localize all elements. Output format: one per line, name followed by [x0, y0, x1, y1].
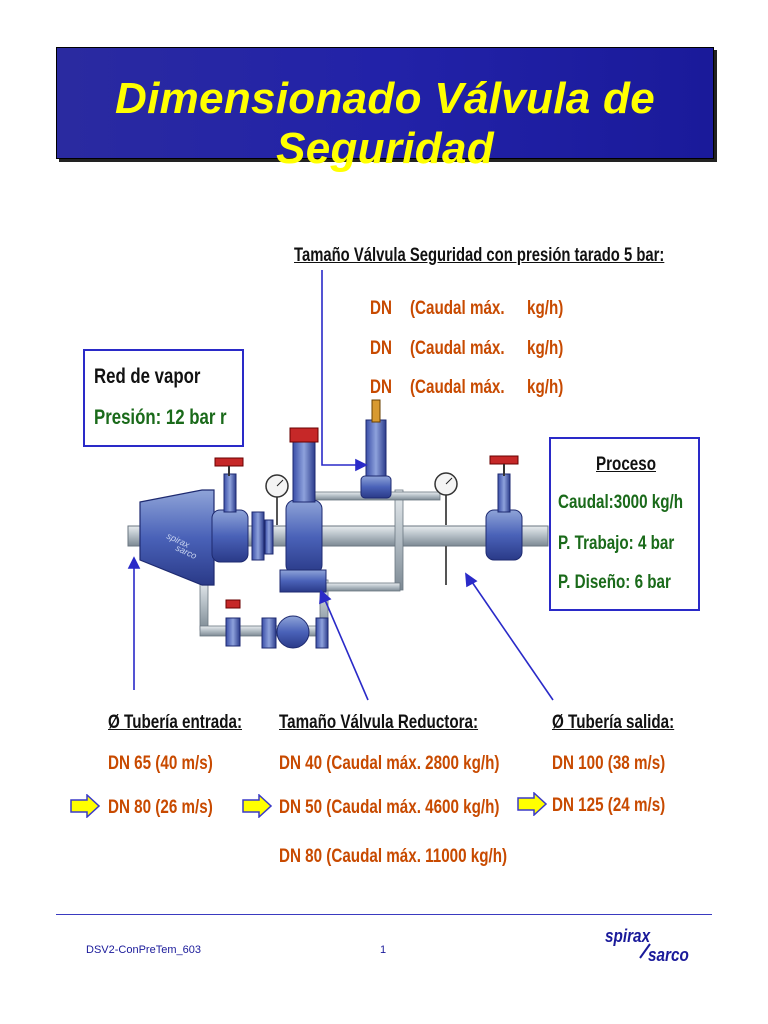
safety-valve-row-unit: kg/h): [527, 338, 564, 359]
safety-valve: [360, 399, 392, 499]
safety-valve-row-unit: kg/h): [527, 298, 564, 319]
callout-lines: [127, 270, 554, 701]
page-number: 1: [380, 944, 387, 956]
title-banner: Dimensionado Válvula de Seguridad: [56, 47, 714, 173]
safety-valve-row-dn: DN: [370, 338, 392, 359]
outlet-pipe-header: Ø Tubería salida:: [552, 712, 675, 733]
inlet-pipe-option-selected: DN 80 (26 m/s): [108, 797, 213, 818]
safety-valve-row-caudal: (Caudal máx.: [410, 338, 505, 359]
selection-arrow-icon: [70, 794, 100, 818]
reducing-valve: [279, 427, 327, 593]
selection-arrow-icon: [517, 792, 547, 816]
inlet-pipe-header: Ø Tubería entrada:: [108, 712, 243, 733]
reducing-valve-option-selected: DN 50 (Caudal máx. 4600 kg/h): [279, 797, 500, 818]
safety-valve-row-caudal: (Caudal máx.: [410, 298, 505, 319]
outlet-pipe-option: DN 100 (38 m/s): [552, 753, 666, 774]
outlet-pipe-option-selected: DN 125 (24 m/s): [552, 795, 666, 816]
safety-valve-row-unit: kg/h): [527, 377, 564, 398]
inlet-pipe-option: DN 65 (40 m/s): [108, 753, 213, 774]
strainer: [251, 511, 274, 561]
process-design-pressure: P. Diseño: 6 bar: [558, 572, 671, 593]
page-title: Dimensionado Válvula de Seguridad: [115, 74, 655, 173]
safety-valve-header: Tamaño Válvula Seguridad con presión tar…: [294, 245, 665, 266]
steam-network-pressure: Presión: 12 bar r: [94, 406, 227, 429]
safety-valve-row-caudal: (Caudal máx.: [410, 377, 505, 398]
process-title: Proceso: [596, 454, 656, 475]
safety-valve-row-dn: DN: [370, 298, 392, 319]
process-work-pressure: P. Trabajo: 4 bar: [558, 533, 675, 554]
process-flow: Caudal:3000 kg/h: [558, 492, 684, 513]
reducing-valve-option: DN 80 (Caudal máx. 11000 kg/h): [279, 846, 508, 867]
footer-divider: [56, 914, 712, 915]
outlet-pressure-gauge: [434, 472, 458, 585]
inlet-stop-valve: [211, 457, 249, 563]
outlet-stop-valve: [485, 455, 523, 561]
reducing-valve-option: DN 40 (Caudal máx. 2800 kg/h): [279, 753, 500, 774]
inlet-pressure-gauge: [265, 474, 289, 525]
reducing-valve-header: Tamaño Válvula Reductora:: [279, 712, 479, 733]
logo-spirax: spirax: [605, 926, 651, 946]
safety-valve-row-dn: DN: [370, 377, 392, 398]
footer-code: DSV2-ConPreTem_603: [86, 944, 201, 956]
logo-slash: [639, 943, 651, 959]
selection-arrow-icon: [242, 794, 272, 818]
steam-network-box: Red de vapor Presión: 12 bar r: [83, 349, 244, 447]
separator: spirax sarco: [139, 489, 215, 586]
logo-sarco: sarco: [648, 945, 689, 965]
trap-set: [225, 599, 329, 649]
steam-network-title: Red de vapor: [94, 365, 201, 388]
process-box: Proceso Caudal:3000 kg/h P. Trabajo: 4 b…: [549, 437, 700, 611]
